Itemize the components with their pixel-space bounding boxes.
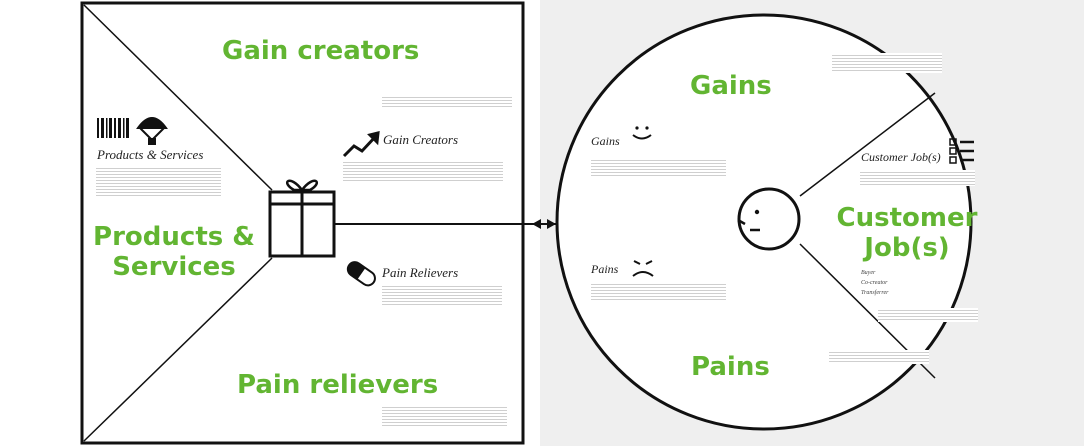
fine-print-block	[591, 158, 726, 176]
gain-creators-subtitle: Gain Creators	[383, 132, 458, 147]
products-services-heading-text: Products & Services	[93, 222, 255, 282]
gain-creators-heading: Gain creators	[222, 36, 420, 66]
pains-heading: Pains	[691, 352, 770, 382]
smile-icon	[632, 126, 652, 140]
pain-relievers-heading: Pain relievers	[237, 370, 439, 400]
rising-chart-icon	[342, 131, 380, 158]
products-services-subtitle: Products & Services	[97, 147, 204, 162]
role-cocreator-label: Co-creator	[861, 280, 888, 286]
role-transferrer-label: Transferrer	[861, 290, 889, 296]
fine-print-block	[96, 166, 221, 198]
fine-print-block	[860, 170, 975, 186]
face-icon	[737, 187, 801, 251]
customer-jobs-heading-text: Customer Job(s)	[836, 203, 978, 263]
role-buyer-label: Buyer	[861, 270, 876, 276]
fine-print-block	[343, 160, 503, 182]
arrow-left-icon	[532, 219, 541, 229]
products-services-heading: Products & Services	[84, 222, 264, 282]
fine-print-block	[832, 53, 942, 73]
circle-divider-upper	[799, 92, 936, 197]
gains-heading: Gains	[690, 71, 772, 101]
pain-relievers-subtitle: Pain Relievers	[382, 265, 459, 280]
fine-print-block	[382, 405, 507, 427]
barcode-icon	[97, 118, 129, 138]
customer-jobs-heading: Customer Job(s)	[826, 203, 988, 263]
pill-icon	[346, 261, 376, 287]
fine-print-block	[878, 308, 978, 322]
value-map-diagonal-top	[83, 4, 273, 191]
arrow-right-icon	[547, 219, 556, 229]
fine-print-block	[591, 282, 726, 300]
gains-subtitle: Gains	[591, 134, 620, 148]
parachute-icon	[136, 117, 168, 145]
value-map-diagonal-bottom	[83, 257, 273, 442]
checklist-icon	[949, 138, 974, 164]
customer-jobs-subtitle: Customer Job(s)	[861, 150, 941, 164]
customer-profile-circle	[555, 13, 973, 431]
pains-subtitle: Pains	[591, 262, 619, 276]
fine-print-block	[829, 350, 929, 364]
fine-print-block	[382, 95, 512, 109]
frown-icon	[632, 260, 654, 277]
fine-print-block	[382, 284, 502, 306]
